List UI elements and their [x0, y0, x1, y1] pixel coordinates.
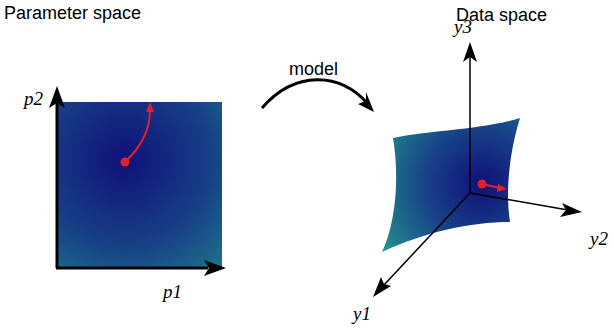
data-point	[478, 180, 487, 189]
axis-label: y2	[590, 228, 608, 250]
parameter-path	[125, 110, 150, 162]
arrow-head	[497, 184, 507, 192]
parameter-point	[121, 158, 130, 167]
arrow-label: model	[289, 59, 338, 80]
arrow-head	[358, 92, 374, 112]
arrow-head	[373, 277, 391, 297]
parameter-square	[57, 102, 222, 268]
axis-label: p2	[24, 88, 43, 110]
arrow-head	[560, 203, 582, 217]
axis-label: p1	[163, 281, 182, 303]
axis-label: y3	[454, 16, 472, 38]
arrow-head	[146, 102, 154, 112]
arrow-head	[49, 86, 65, 108]
axis-label: y1	[353, 303, 371, 325]
data-axes	[383, 54, 568, 286]
arrow-head	[463, 42, 477, 62]
panel-title: Parameter space	[4, 3, 141, 24]
arrow-head	[204, 260, 226, 276]
model-arrow	[262, 80, 368, 108]
parameter-axes	[56, 100, 208, 268]
model-manifold	[382, 118, 520, 252]
